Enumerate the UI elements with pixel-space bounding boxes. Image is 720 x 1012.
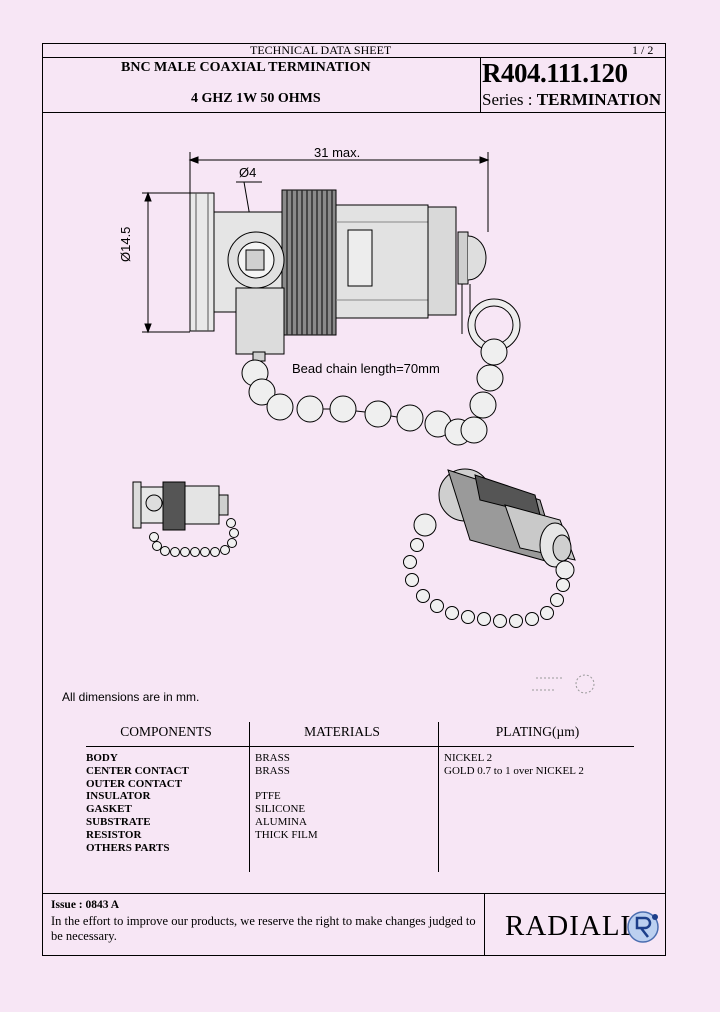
product-title: BNC MALE COAXIAL TERMINATION	[121, 60, 371, 75]
header-plating: PLATING(µm)	[495, 724, 580, 739]
table-header-divider	[86, 746, 634, 747]
material-row: PTFE	[255, 790, 281, 803]
header-bottom-divider	[42, 112, 666, 113]
component-row: OUTER CONTACT	[86, 777, 183, 790]
component-row: GASKET	[86, 803, 132, 816]
component-row: OTHERS PARTS	[86, 841, 170, 854]
product-subtitle: 4 GHZ 1W 50 OHMS	[191, 91, 321, 106]
issue-number: Issue : 0843 A	[51, 899, 120, 911]
connector-tip	[427, 206, 457, 316]
material-row: BRASS	[255, 764, 290, 777]
series: Series : TERMINATION	[482, 90, 661, 110]
material-row	[255, 778, 318, 791]
component-row: SUBSTRATE	[86, 815, 151, 828]
material-row	[255, 842, 318, 855]
material-row: ALUMINA	[255, 815, 307, 828]
material-row: BRASS	[255, 752, 290, 764]
material-row: SILICONE	[255, 803, 306, 816]
connector-drawing	[132, 152, 595, 694]
table-divider-2	[438, 722, 439, 872]
diameter-dimension: Ø14.5	[118, 226, 133, 262]
brand-name: RADIALL	[505, 910, 640, 942]
plating-row: GOLD 0.7 to 1 over NICKEL 2	[444, 764, 584, 777]
page-number: 1 / 2	[632, 43, 654, 57]
small-side-view	[132, 481, 239, 557]
chain-note: Bead chain length=70mm	[292, 361, 440, 376]
header-components: COMPONENTS	[120, 724, 212, 739]
change-notice: In the effort to improve our products, w…	[51, 914, 476, 943]
series-label: Series :	[482, 90, 533, 109]
doc-type: TECHNICAL DATA SHEET	[250, 43, 392, 57]
hole-dimension: Ø4	[239, 165, 257, 180]
material-row: THICK FILM	[255, 828, 318, 841]
connector-flange	[189, 192, 215, 332]
footer-vertical-divider	[484, 893, 485, 956]
perspective-view	[403, 468, 576, 628]
series-value: TERMINATION	[536, 90, 662, 109]
part-number: R404.111.120	[482, 58, 628, 88]
sheet-frame	[42, 43, 666, 956]
header-top-divider	[42, 57, 666, 58]
footer-divider	[42, 893, 666, 894]
table-divider-1	[249, 722, 250, 872]
length-dimension: 31 max.	[314, 145, 361, 160]
plating-row: NICKEL 2	[444, 752, 493, 764]
header-materials: MATERIALS	[304, 724, 380, 739]
header-vertical-divider	[480, 57, 481, 112]
materials-column: BRASS BRASS PTFE SILICONE ALUMINA THICK …	[255, 752, 318, 854]
component-row: RESISTOR	[86, 828, 142, 841]
bead-chain	[241, 338, 508, 446]
plating-column: NICKEL 2 GOLD 0.7 to 1 over NICKEL 2	[444, 752, 584, 778]
components-column: BODY CENTER CONTACT OUTER CONTACT INSULA…	[86, 752, 189, 854]
component-row: CENTER CONTACT	[86, 764, 189, 777]
component-row: INSULATOR	[86, 790, 151, 803]
radiall-logo-icon	[627, 911, 659, 943]
knurled-nut	[281, 189, 337, 336]
component-row: BODY	[86, 752, 118, 764]
dimensions-note: All dimensions are in mm.	[62, 690, 200, 704]
